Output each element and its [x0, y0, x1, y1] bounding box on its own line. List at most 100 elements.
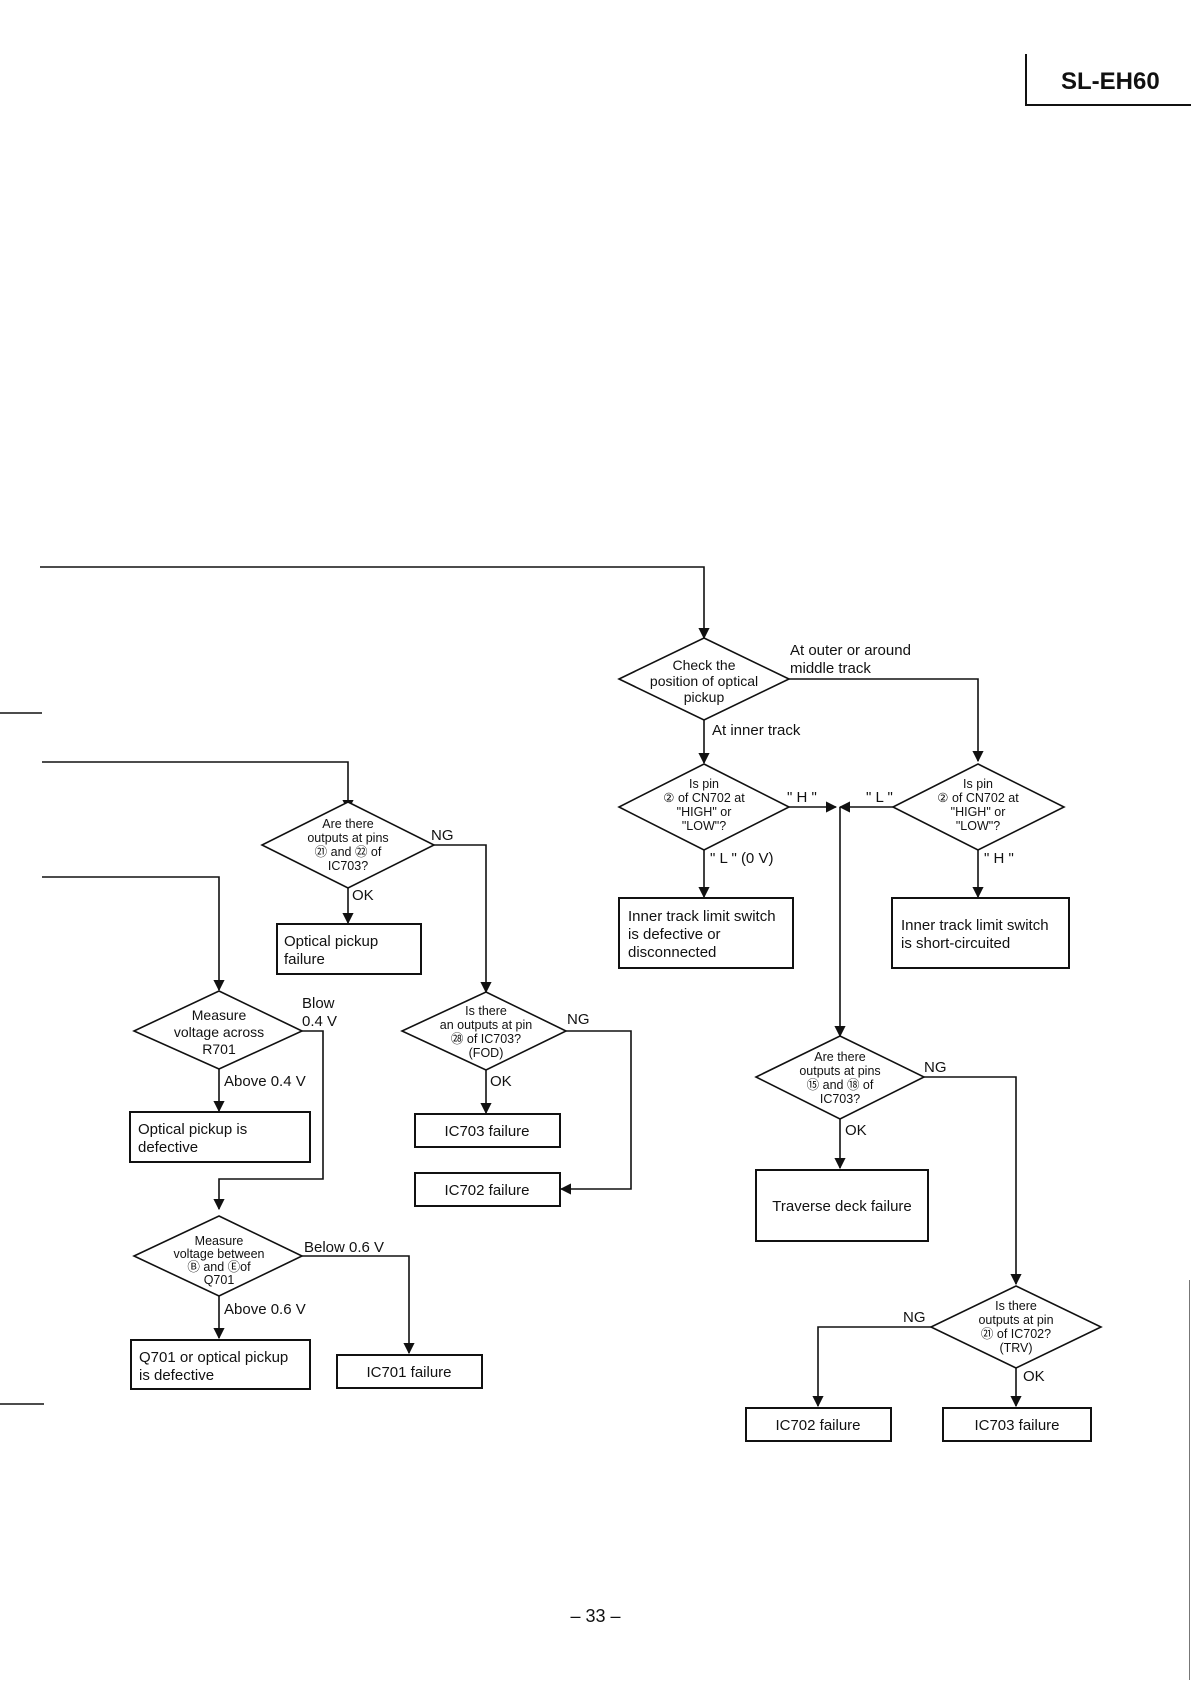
box-ic702-failure-mid: IC702 failure	[414, 1172, 561, 1207]
page-edge-line	[1189, 1280, 1190, 1680]
box-traverse-deck-failure: Traverse deck failure	[755, 1169, 929, 1242]
line: Optical pickup is	[138, 1121, 247, 1138]
line: an outputs at pin	[440, 1018, 532, 1032]
connector-ng-28	[559, 1030, 632, 1195]
line: Check the	[672, 657, 735, 673]
line: pickup	[684, 689, 725, 705]
line: is defective or	[628, 926, 721, 943]
line: Measure	[195, 1234, 244, 1248]
line: "LOW"?	[682, 819, 726, 833]
label-h-left: " H "	[787, 789, 817, 806]
line: disconnected	[628, 944, 716, 961]
label-above-06: Above 0.6 V	[224, 1301, 306, 1318]
line: outputs at pins	[307, 831, 388, 845]
line: IC703?	[820, 1092, 860, 1106]
label-ng-28: NG	[567, 1011, 590, 1028]
box-text: IC703 failure	[974, 1417, 1059, 1434]
line: Is there	[995, 1299, 1037, 1313]
model-number: SL-EH60	[1061, 68, 1160, 95]
label-l-0v: " L " (0 V)	[710, 850, 773, 867]
line: Are there	[814, 1050, 865, 1064]
line: (FOD)	[469, 1046, 504, 1060]
connector-ng-ic702	[812, 1326, 933, 1408]
line: outputs at pins	[799, 1064, 880, 1078]
connector-outer-middle	[789, 678, 984, 763]
line: 0.4 V	[302, 1013, 337, 1030]
box-ic701-failure: IC701 failure	[336, 1354, 483, 1389]
line: is short-circuited	[901, 935, 1010, 952]
connector-to-measure-r701	[42, 876, 225, 992]
line: R701	[202, 1041, 236, 1057]
line: outputs at pin	[978, 1313, 1053, 1327]
label-below-06: Below 0.6 V	[304, 1239, 384, 1256]
label-ng-ic702: NG	[903, 1309, 926, 1326]
box-ic702-failure-bottom: IC702 failure	[745, 1407, 892, 1442]
connector-blow-04	[213, 1030, 324, 1211]
line: failure	[284, 951, 325, 968]
line: Inner track limit switch	[628, 908, 776, 925]
box-text: IC703 failure	[444, 1123, 529, 1140]
line: defective	[138, 1139, 198, 1156]
label-above-04: Above 0.4 V	[224, 1073, 306, 1090]
label-ng-21-22: NG	[431, 827, 454, 844]
line: Measure	[192, 1007, 247, 1023]
line: Is pin	[689, 777, 719, 791]
line: "HIGH" or	[951, 805, 1006, 819]
connectors	[0, 566, 1022, 1408]
line: voltage between	[173, 1247, 264, 1261]
line: Is there	[465, 1004, 507, 1018]
label-h-right: " H "	[984, 850, 1014, 867]
line: "LOW"?	[956, 819, 1000, 833]
box-text: Traverse deck failure	[772, 1198, 912, 1215]
page-number: – 33 –	[570, 1606, 621, 1626]
box-text: IC701 failure	[366, 1364, 451, 1381]
label-ok-15-18: OK	[845, 1122, 867, 1139]
line: is defective	[139, 1367, 214, 1384]
label-ng-15-18: NG	[924, 1059, 947, 1076]
line: ㉑ of IC702?	[981, 1327, 1051, 1341]
line: ㉑ and ㉒ of	[315, 845, 382, 859]
line: Blow	[302, 995, 335, 1012]
line: Inner track limit switch	[901, 917, 1049, 934]
connector-ng-15-18	[924, 1076, 1022, 1286]
label-l-right: " L "	[866, 789, 893, 806]
line: ㉘ of IC703?	[451, 1032, 521, 1046]
line: Q701 or optical pickup	[139, 1349, 288, 1366]
connector-below-06	[302, 1255, 415, 1355]
line: "HIGH" or	[677, 805, 732, 819]
line: middle track	[790, 660, 871, 677]
connector-to-outputs-21-22	[42, 761, 354, 812]
line: Is pin	[963, 777, 993, 791]
box-text: IC702 failure	[775, 1417, 860, 1434]
line: Q701	[204, 1273, 235, 1287]
label-ok-21-22: OK	[352, 887, 374, 904]
box-ic703-failure-mid: IC703 failure	[414, 1113, 561, 1148]
line: voltage across	[174, 1024, 264, 1040]
model-badge: SL-EH60	[1025, 54, 1191, 106]
